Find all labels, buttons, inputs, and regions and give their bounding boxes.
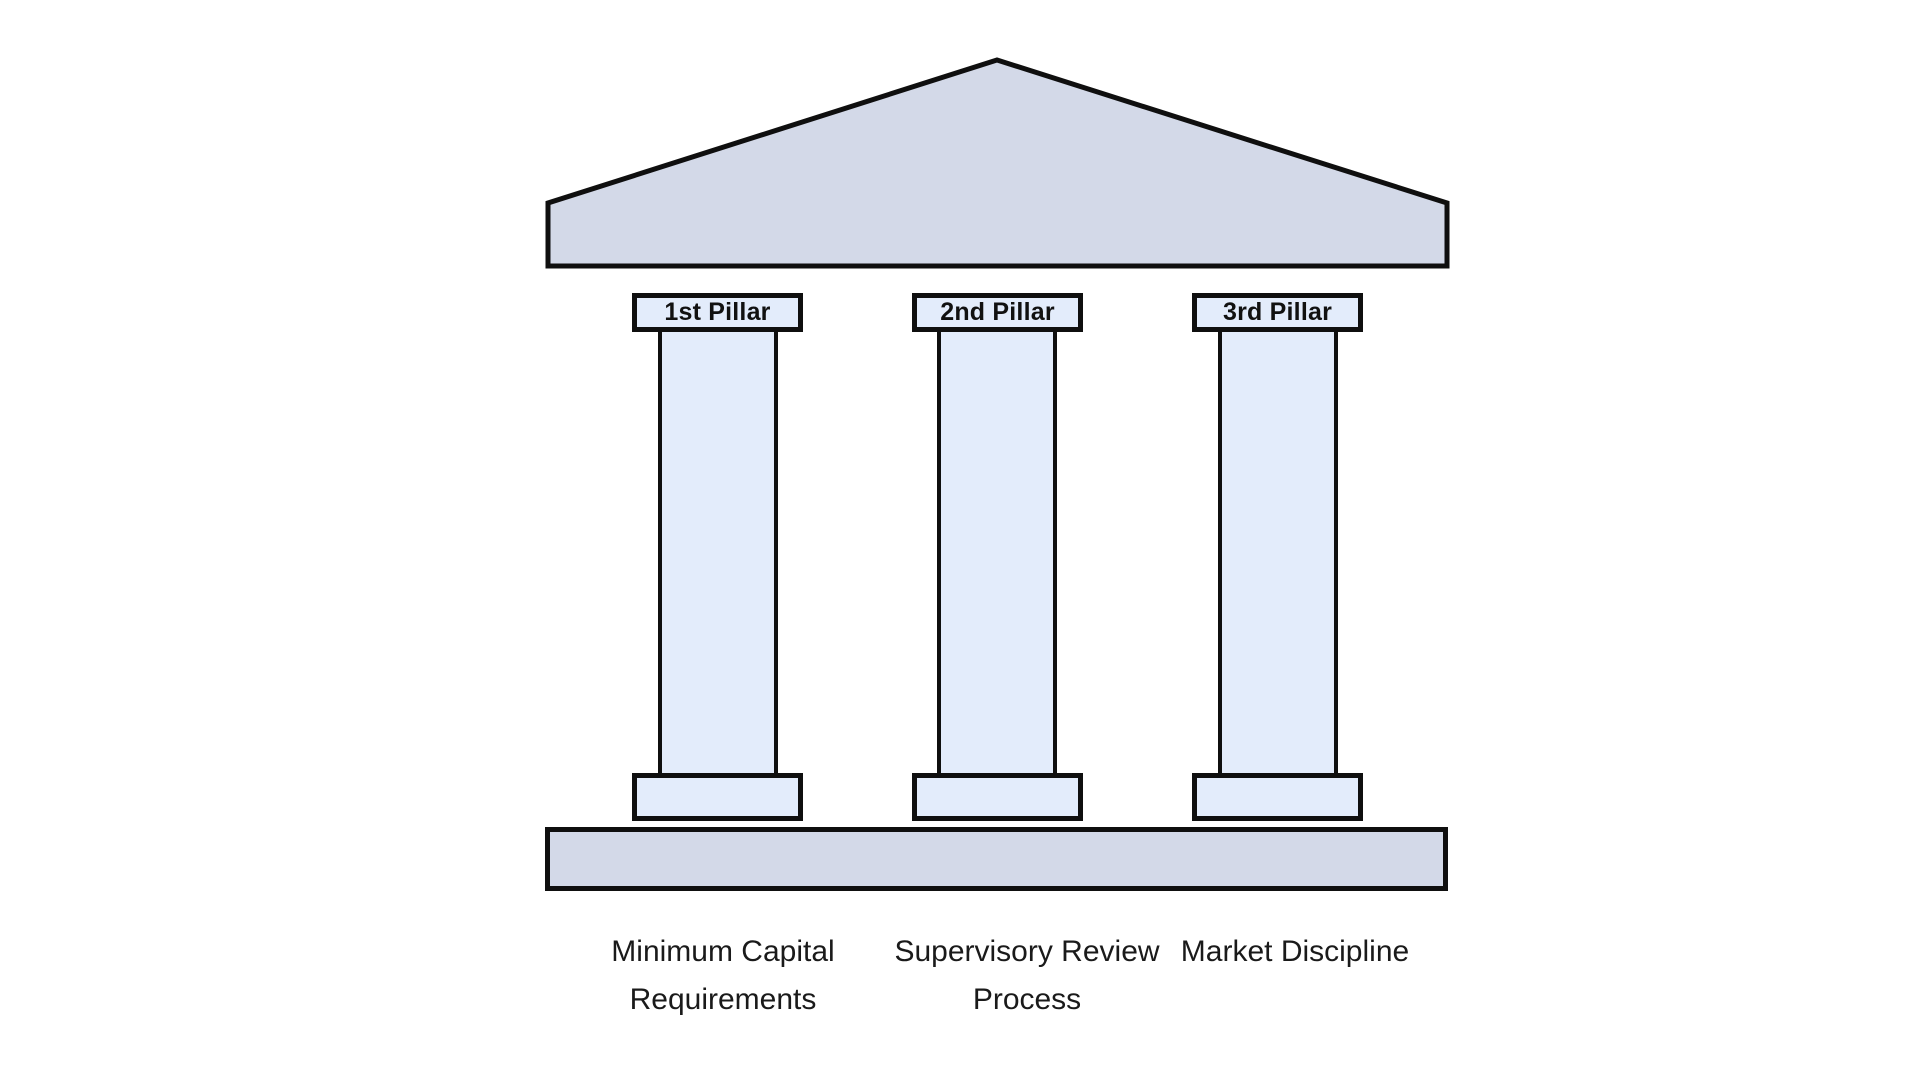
pillar-1-base bbox=[632, 773, 803, 821]
pillar-2-base bbox=[912, 773, 1083, 821]
pillar-2-caption-line2: Process bbox=[972, 983, 1082, 1016]
pillar-3-base bbox=[1192, 773, 1363, 821]
pillar-1-label: 1st Pillar bbox=[664, 298, 771, 326]
pillar-2-label: 2nd Pillar bbox=[940, 298, 1055, 326]
pillar-3-label: 3rd Pillar bbox=[1223, 298, 1332, 326]
pillar-3-capital: 3rd Pillar bbox=[1192, 293, 1363, 332]
foundation-bar bbox=[545, 827, 1448, 891]
pillar-1-caption-line2: Requirements bbox=[629, 983, 817, 1016]
pillar-3-caption-line1: Market Discipline bbox=[1180, 935, 1410, 968]
pillar-1-caption: Minimum Capital Requirements bbox=[513, 928, 933, 1024]
pillar-2-caption: Supervisory Review Process bbox=[817, 928, 1237, 1024]
pillar-1-shaft bbox=[658, 332, 778, 773]
pediment-shape bbox=[545, 57, 1450, 269]
pillar-3-shaft bbox=[1218, 332, 1338, 773]
pillar-2-shaft bbox=[937, 332, 1057, 773]
pillar-3-caption: Market Discipline bbox=[1085, 928, 1505, 976]
pillar-2-caption-line1: Supervisory Review bbox=[894, 935, 1160, 968]
pillar-1-capital: 1st Pillar bbox=[632, 293, 803, 332]
pillar-2-capital: 2nd Pillar bbox=[912, 293, 1083, 332]
pillar-1-caption-line1: Minimum Capital bbox=[611, 935, 835, 968]
